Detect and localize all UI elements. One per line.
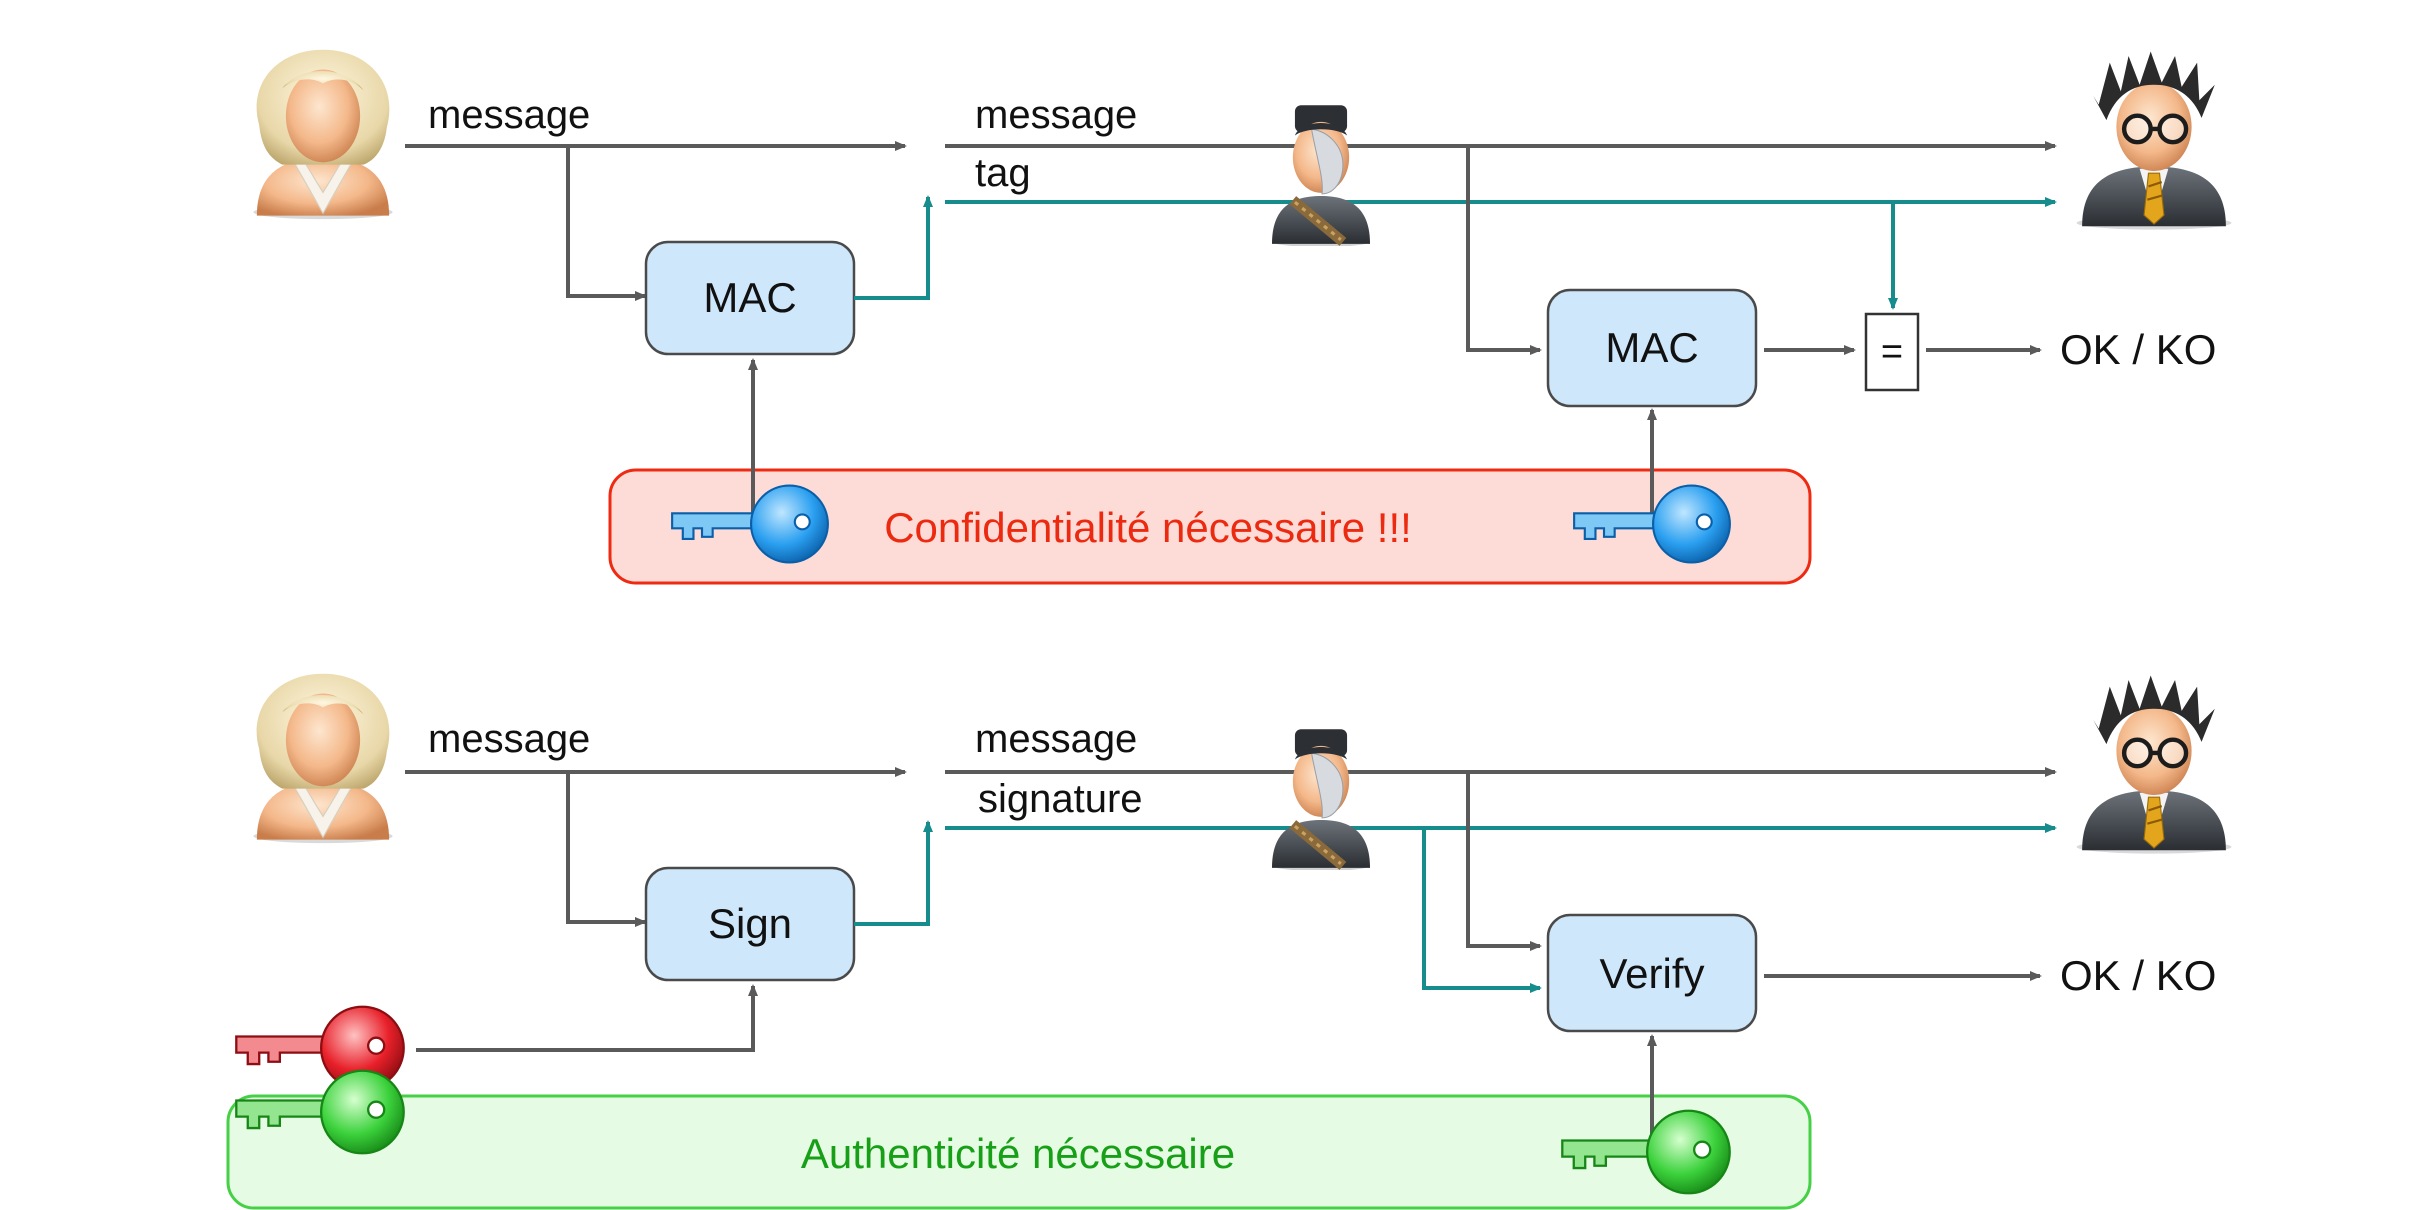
glasses-man-avatar-icon — [2077, 676, 2232, 854]
mac-compare-box — [1864, 312, 1920, 392]
signature-output-arrow — [854, 820, 933, 926]
mac-result-label: OK / KO — [2060, 326, 2216, 373]
mac-scheme: Confidentialité nécessaire !!! message M… — [252, 49, 2232, 585]
signature-scheme: Authenticité nécessaire message Sign mes… — [226, 673, 2232, 1210]
mac-sender-branch-arrow — [566, 146, 647, 301]
blonde-woman-avatar-icon — [252, 49, 394, 220]
mac-channel-message-label: message — [975, 93, 1137, 137]
mac-tag-output-arrow — [854, 195, 933, 300]
sign-box-label: Sign — [708, 900, 792, 947]
mac-receiver-box-label: MAC — [1605, 324, 1698, 371]
signature-authenticity-banner — [226, 1094, 1812, 1210]
mac-sender-message-label: message — [428, 93, 590, 137]
signature-message-to-verify-arrow — [1466, 772, 1542, 951]
signature-sig-to-verify-arrow — [1422, 828, 1542, 993]
mac-confidentiality-banner — [608, 468, 1812, 585]
mac-sender-box-label: MAC — [703, 274, 796, 321]
signature-sender-branch-arrow — [566, 772, 647, 927]
mac-receiver-box — [1546, 288, 1758, 408]
masked-attacker-avatar-icon — [1272, 105, 1370, 247]
verify-box-label: Verify — [1599, 950, 1704, 997]
signature-channel-signature-label: signature — [978, 777, 1143, 821]
masked-attacker-avatar-icon — [1272, 729, 1370, 871]
mac-channel-tag-label: tag — [975, 151, 1031, 195]
mac-receiver-branch-arrow — [1466, 146, 1542, 355]
blonde-woman-avatar-icon — [252, 673, 394, 844]
mac-compare-label: = — [1881, 331, 1903, 373]
signature-sender-message-label: message — [428, 717, 590, 761]
signature-result-label: OK / KO — [2060, 952, 2216, 999]
verify-box — [1546, 913, 1758, 1033]
signature-channel-message-label: message — [975, 717, 1137, 761]
signature-banner-text: Authenticité nécessaire — [801, 1130, 1235, 1177]
mac-banner-text: Confidentialité nécessaire !!! — [884, 504, 1412, 551]
signature-private-key-arrow — [416, 984, 758, 1052]
glasses-man-avatar-icon — [2077, 52, 2232, 230]
